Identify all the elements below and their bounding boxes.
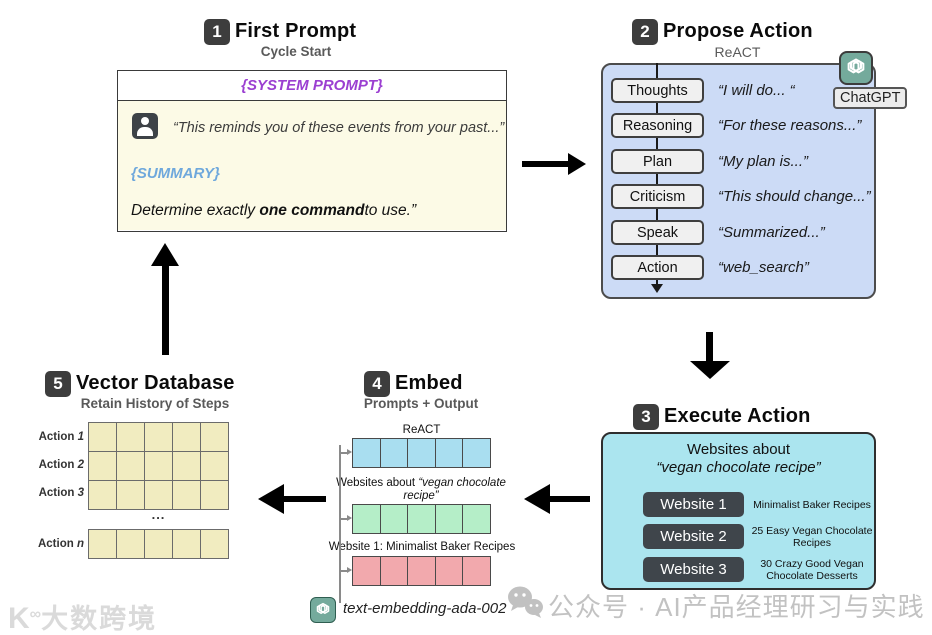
section-title-first-prompt: First Prompt [235, 20, 357, 42]
arrow-down-head-icon [690, 361, 730, 379]
step-criticism: Criticism [611, 184, 704, 209]
embed-row-website1 [352, 556, 491, 586]
embed-row1-label: ReACT [402, 424, 441, 436]
step-badge-5: 5 [45, 371, 71, 397]
arrow-down-icon [706, 332, 713, 363]
summary-label: {SUMMARY} [131, 165, 220, 182]
section-subtitle-cycle-start: Cycle Start [260, 44, 332, 59]
section-subtitle-retain-history: Retain History of Steps [80, 396, 230, 411]
section-subtitle-prompts-output: Prompts + Output [363, 396, 479, 411]
mini-arrow-head-icon [347, 567, 352, 573]
vector-row-label-2: Action 2 [38, 459, 84, 471]
step-badge-1: 1 [204, 19, 230, 45]
embedding-model-name: text-embedding-ada-002 [343, 600, 507, 617]
step-connector-line [656, 63, 658, 285]
embed-connector-line [339, 445, 341, 603]
first-prompt-box: {SYSTEM PROMPT} “This reminds you of the… [117, 70, 507, 232]
arrow-up-icon [162, 264, 169, 355]
website-1-desc: Minimalist Baker Recipes [753, 499, 871, 511]
step-action: Action [611, 255, 704, 280]
website-3-button: Website 3 [643, 557, 744, 582]
website-2-button: Website 2 [643, 524, 744, 549]
website-2-desc: 25 Easy Vegan Chocolate Recipes [751, 525, 873, 550]
section-title-embed: Embed [395, 372, 463, 394]
arrow-down-small-icon [651, 284, 663, 293]
mini-arrow-head-icon [347, 515, 352, 521]
vector-row-label-n: Action n [37, 538, 84, 550]
embed-row2-label-line1: Websites about “vegan chocolate [336, 477, 506, 489]
user-icon [132, 113, 158, 139]
section-title-vector-database: Vector Database [76, 372, 235, 394]
arrow-left-icon [548, 496, 590, 502]
quote-reasoning: “For these reasons...” [718, 117, 862, 134]
mini-arrow-icon [340, 452, 347, 454]
quote-action: “web_search” [718, 259, 809, 276]
system-prompt-label: {SYSTEM PROMPT} [118, 71, 506, 101]
step-speak: Speak [611, 220, 704, 245]
vegan-chocolate-query: “vegan chocolate recipe” [656, 459, 821, 476]
step-plan: Plan [611, 149, 704, 174]
embed-row-react [352, 438, 491, 468]
determine-command-text: Determine exactly one commandto use.” [131, 202, 417, 219]
mini-arrow-head-icon [347, 449, 352, 455]
step-badge-2: 2 [632, 19, 658, 45]
section-title-execute-action: Execute Action [664, 405, 811, 427]
watermark-left-logo: K∞大数跨境 [8, 602, 158, 635]
websites-about-heading: Websites about [686, 441, 791, 458]
mini-arrow-icon [340, 518, 347, 520]
chatgpt-icon [839, 51, 873, 85]
arrow-left-icon [282, 496, 326, 502]
vector-row-label-3: Action 3 [38, 487, 84, 499]
arrow-right-icon [522, 161, 570, 167]
website-3-desc: 30 Crazy Good Vegan Chocolate Desserts [760, 558, 864, 583]
wechat-icon [505, 584, 545, 627]
chatgpt-label: ChatGPT [833, 87, 908, 109]
section-subtitle-react: ReACT [714, 44, 761, 60]
quote-thoughts: “I will do... “ [718, 82, 795, 99]
mini-arrow-icon [340, 570, 347, 572]
arrow-left-head-icon [524, 484, 550, 514]
vector-row-label-1: Action 1 [38, 431, 84, 443]
vector-grid [88, 422, 229, 510]
step-thoughts: Thoughts [611, 78, 704, 103]
arrow-left-head-icon [258, 484, 284, 514]
quote-plan: “My plan is...” [718, 153, 809, 170]
openai-logo-glyph [316, 602, 330, 614]
openai-icon [310, 597, 336, 623]
memory-quote: “This reminds you of these events from y… [173, 120, 505, 136]
step-badge-3: 3 [633, 404, 659, 430]
arrow-up-head-icon [151, 243, 179, 266]
quote-speak: “Summarized...” [718, 224, 825, 241]
quote-criticism: “This should change...” [718, 188, 871, 205]
vector-grid-last-row [88, 529, 229, 559]
section-title-propose-action: Propose Action [663, 20, 813, 42]
step-reasoning: Reasoning [611, 113, 704, 138]
embed-row3-label: Website 1: Minimalist Baker Recipes [328, 541, 516, 553]
watermark-right-text: 公众号 · AI产品经理研习与实践 [548, 592, 925, 622]
arrow-right-head-icon [568, 153, 586, 175]
vector-ellipsis: ... [151, 507, 166, 522]
embed-row2-label-line2: recipe” [403, 490, 439, 502]
embed-row-websites [352, 504, 491, 534]
step-badge-4: 4 [364, 371, 390, 397]
openai-logo-glyph [847, 58, 865, 74]
website-1-button: Website 1 [643, 492, 744, 517]
first-prompt-body: “This reminds you of these events from y… [118, 101, 506, 230]
